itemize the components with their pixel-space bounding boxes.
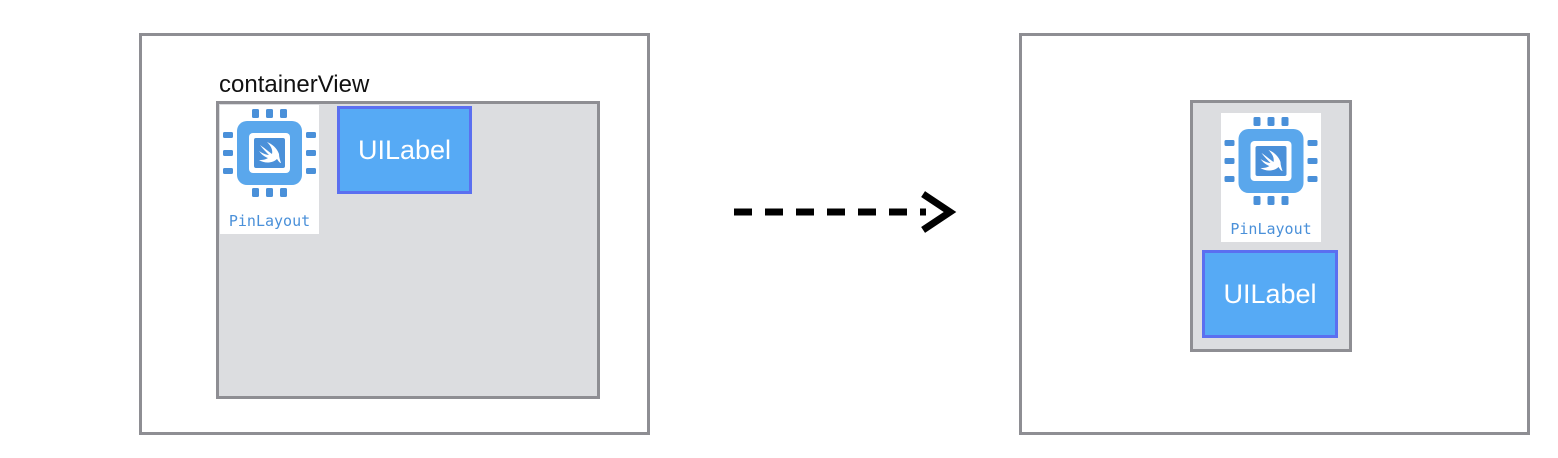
after-pinlayout-logo: PinLayout: [1221, 113, 1321, 242]
pinlayout-logo-text: PinLayout: [1230, 220, 1312, 238]
uilabel-text: UILabel: [357, 134, 452, 165]
uilabel-text: UILabel: [1223, 278, 1317, 309]
swift-chip-icon: [223, 109, 316, 197]
swift-chip-icon: [1224, 117, 1318, 205]
dashed-arrow-right-icon: [734, 191, 957, 233]
pinlayout-logo-text: PinLayout: [228, 212, 311, 230]
container-view-title: containerView: [219, 71, 370, 98]
before-uilabel: UILabel: [337, 106, 472, 194]
after-uilabel: UILabel: [1202, 250, 1338, 338]
before-pinlayout-logo: PinLayout: [220, 105, 319, 234]
